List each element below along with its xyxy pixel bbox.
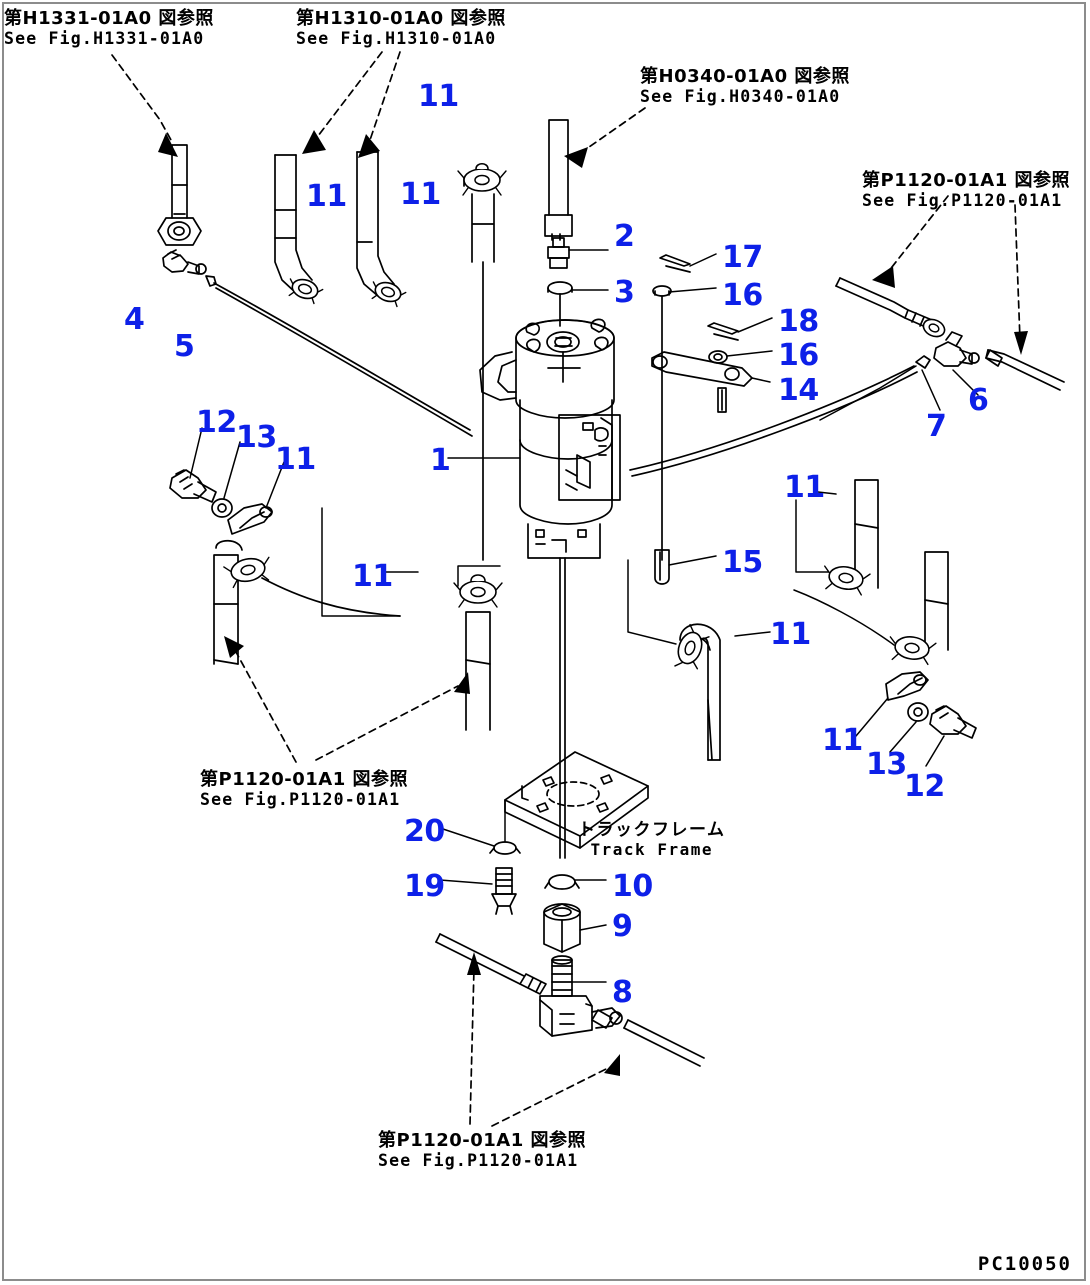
callout-3[interactable]: 3 [614,275,635,310]
reference-note: 第H1310-01A0 図参照 See Fig.H1310-01A0 [296,8,506,49]
reference-note: 第H0340-01A0 図参照 See Fig.H0340-01A0 [640,66,850,107]
reference-note-jp: 第P1120-01A1 図参照 [200,769,409,790]
reference-note-jp: 第H1310-01A0 図参照 [296,8,506,29]
reference-note-en: See Fig.P1120-01A1 [200,790,401,810]
callout-12[interactable]: 12 [904,769,945,804]
reference-note-en: See Fig.P1120-01A1 [378,1151,579,1171]
callout-4[interactable]: 4 [124,302,145,337]
callout-16[interactable]: 16 [722,278,763,313]
callout-17[interactable]: 17 [722,240,763,275]
reference-note-jp: 第H0340-01A0 図参照 [640,66,850,87]
callout-6[interactable]: 6 [968,383,989,418]
callout-11[interactable]: 11 [784,470,825,505]
callout-13[interactable]: 13 [866,747,907,782]
callout-11[interactable]: 11 [770,617,811,652]
reference-note-en: See Fig.H1310-01A0 [296,29,497,49]
reference-note-en: See Fig.H0340-01A0 [640,87,841,107]
callout-1[interactable]: 1 [430,443,451,478]
callout-19[interactable]: 19 [404,869,445,904]
callout-20[interactable]: 20 [404,814,445,849]
callout-8[interactable]: 8 [612,975,633,1010]
callout-2[interactable]: 2 [614,219,635,254]
callout-11[interactable]: 11 [275,442,316,477]
callout-16[interactable]: 16 [778,338,819,373]
reference-note: 第P1120-01A1 図参照 See Fig.P1120-01A1 [200,769,408,810]
callout-11[interactable]: 11 [400,177,441,212]
callout-13[interactable]: 13 [236,420,277,455]
callout-5[interactable]: 5 [174,329,195,364]
reference-note: 第H1331-01A0 図参照 See Fig.H1331-01A0 [4,8,214,49]
reference-note: 第P1120-01A1 図参照 See Fig.P1120-01A1 [378,1130,586,1171]
callout-11[interactable]: 11 [352,559,393,594]
callout-9[interactable]: 9 [612,909,633,944]
callout-11[interactable]: 11 [306,179,347,214]
callout-14[interactable]: 14 [778,373,819,408]
track-frame-label-jp: トラックフレーム [578,820,726,840]
callout-10[interactable]: 10 [612,869,653,904]
callout-15[interactable]: 15 [722,545,763,580]
callout-11[interactable]: 11 [418,79,459,114]
track-frame-label: トラックフレーム Track Frame [578,820,726,860]
callout-11[interactable]: 11 [822,723,863,758]
callout-18[interactable]: 18 [778,304,819,339]
reference-note: 第P1120-01A1 図参照 See Fig.P1120-01A1 [862,170,1070,211]
reference-note-en: See Fig.P1120-01A1 [862,191,1063,211]
reference-note-jp: 第P1120-01A1 図参照 [378,1130,587,1151]
callout-7[interactable]: 7 [926,409,947,444]
sheet-code: PC10050 [977,1253,1072,1275]
reference-note-jp: 第P1120-01A1 図参照 [862,170,1071,191]
callout-12[interactable]: 12 [196,405,237,440]
track-frame-label-en: Track Frame [590,840,713,860]
reference-note-jp: 第H1331-01A0 図参照 [4,8,214,29]
reference-note-en: See Fig.H1331-01A0 [4,29,205,49]
